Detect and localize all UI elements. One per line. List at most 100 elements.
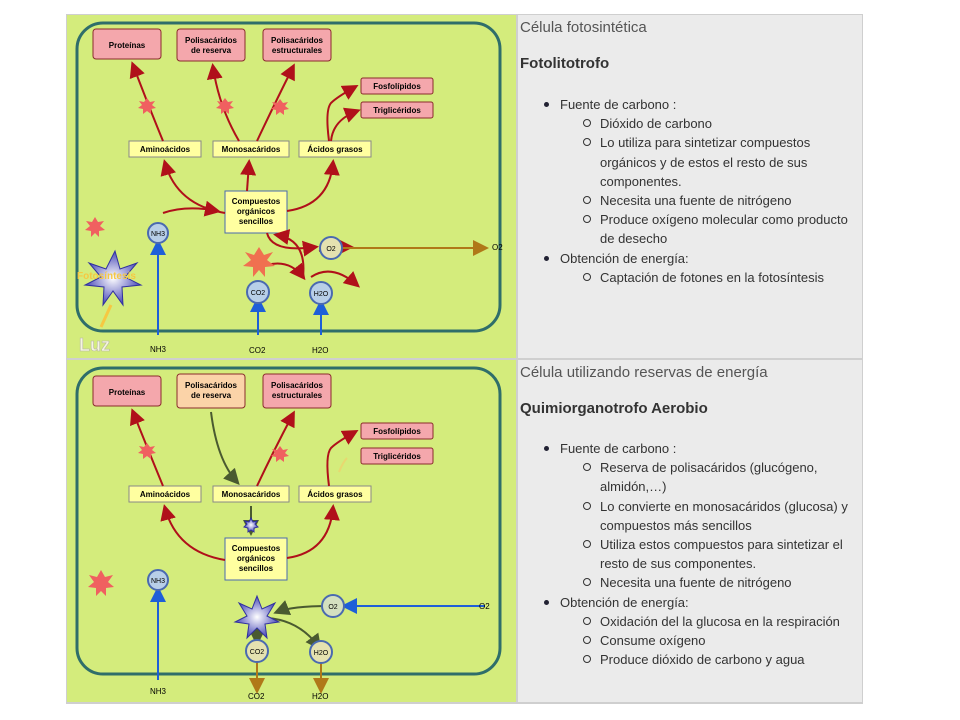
label-amino-acids: Aminoácidos: [140, 145, 191, 154]
description-list: Fuente de carbono : Dióxido de carbono L…: [542, 95, 862, 287]
photosynthetic-description: Célula fotosintética Fotolitotrofo Fuent…: [518, 15, 862, 358]
label-h2o-out: H2O: [312, 692, 328, 701]
photosynthetic-cell-diagram: Proteínas Polisacáridos de reserva Polis…: [67, 15, 516, 358]
reaction-star-icon: [138, 98, 156, 114]
bullet-label: Obtención de energía:: [560, 250, 689, 266]
bullet-item: Fuente de carbono : Dióxido de carbono L…: [542, 95, 862, 249]
panel-heading: Quimiorganotrofo Aerobio: [520, 400, 708, 417]
reaction-star-icons: [88, 443, 289, 596]
sub-list: Reserva de polisacáridos (glucógeno, alm…: [560, 458, 862, 592]
label-o2: O2: [328, 604, 337, 611]
sub-item: Necesita una fuente de nitrógeno: [582, 191, 862, 210]
storage-to-mono-arrow: [210, 411, 240, 485]
label-compounds-1: Compuestos: [232, 544, 281, 553]
sub-item: Produce oxígeno molecular como producto …: [582, 210, 862, 248]
sub-item: Captación de fotones en la fotosíntesis: [582, 268, 862, 287]
node-o2: [321, 594, 345, 618]
label-photosynthesis: Fotosíntesis: [77, 271, 136, 282]
photosynthesis-star-icon: [83, 249, 143, 307]
node-monosaccharides: [212, 140, 290, 158]
reaction-star-icon: [216, 98, 234, 114]
bullet-item: Fuente de carbono : Reserva de polisacár…: [542, 439, 862, 593]
bullet-label: Obtención de energía:: [560, 594, 689, 610]
label-fatty-acids: Ácidos grasos: [307, 145, 363, 154]
label-nh3: NH3: [151, 578, 165, 585]
label-structural-polysaccharides-1: Polisacáridos: [271, 381, 324, 390]
label-o2-out: O2: [492, 243, 503, 252]
label-co2: CO2: [250, 649, 265, 656]
row-photosynthetic: Proteínas Polisacáridos de reserva Polis…: [66, 15, 863, 358]
label-o2-in: O2: [479, 602, 490, 611]
description-list: Fuente de carbono : Reserva de polisacár…: [542, 439, 862, 669]
reaction-star-icon: [271, 99, 289, 115]
input-arrows: [150, 239, 329, 335]
comparison-table: Proteínas Polisacáridos de reserva Polis…: [66, 14, 863, 704]
label-nh3-in: NH3: [150, 345, 167, 354]
node-phospholipids: [360, 422, 434, 440]
small-energy-star-icon: [243, 516, 259, 533]
panel-subtitle: Célula utilizando reservas de energía: [520, 364, 768, 381]
label-compounds-2: orgánicos: [237, 554, 276, 563]
sub-item: Lo utiliza para sintetizar compuestos or…: [582, 133, 862, 191]
label-phospholipids: Fosfolípidos: [373, 82, 421, 91]
light-ray: [99, 304, 113, 328]
bullet-label: Fuente de carbono :: [560, 97, 677, 112]
label-storage-polysaccharides-1: Polisacáridos: [185, 381, 238, 390]
label-triglycerides: Triglicéridos: [373, 106, 421, 115]
label-phospholipids: Fosfolípidos: [373, 427, 421, 436]
node-simple-organic-compounds: [224, 190, 288, 234]
node-simple-organic-compounds: [224, 537, 288, 581]
triglyceride-link: [338, 457, 348, 473]
respiration-star-icon: [233, 594, 281, 640]
aerobic-cell-diagram: Proteínas Polisacáridos de reserva Polis…: [67, 360, 516, 702]
node-amino-acids: [128, 140, 202, 158]
sub-item: Utiliza estos compuestos para sintetizar…: [582, 535, 862, 573]
sub-item: Necesita una fuente de nitrógeno: [582, 573, 862, 592]
bullet-item: Obtención de energía: Oxidación del la g…: [542, 593, 862, 670]
label-monosaccharides: Monosacáridos: [222, 490, 281, 499]
label-fatty-acids: Ácidos grasos: [307, 490, 363, 499]
label-h2o-in: H2O: [312, 346, 328, 355]
node-storage-polysaccharides: [176, 28, 246, 62]
sub-item: Oxidación del la glucosa en la respiraci…: [582, 612, 862, 631]
label-storage-polysaccharides-2: de reserva: [191, 46, 232, 55]
label-light: Luz: [79, 335, 110, 355]
label-co2: CO2: [251, 290, 266, 297]
synthesis-arrows: [129, 61, 361, 288]
bullet-item: Obtención de energía: Captación de foton…: [542, 249, 862, 287]
output-arrows: [249, 660, 329, 694]
label-h2o: H2O: [314, 650, 329, 657]
node-proteins: [92, 28, 162, 60]
label-structural-polysaccharides-1: Polisacáridos: [271, 36, 324, 45]
node-fatty-acids: [298, 140, 372, 158]
label-storage-polysaccharides-2: de reserva: [191, 391, 232, 400]
label-compounds-2: orgánicos: [237, 207, 276, 216]
sub-item: Consume oxígeno: [582, 631, 862, 650]
node-nh3: [147, 222, 169, 244]
cell-membrane: [75, 366, 502, 676]
cell-membrane: [75, 21, 502, 333]
reaction-star-icon: [88, 570, 114, 596]
label-nh3: NH3: [151, 231, 165, 238]
sub-item: Dióxido de carbono: [582, 114, 862, 133]
node-co2: [245, 639, 269, 663]
reaction-star-icons: [85, 98, 289, 277]
label-amino-acids: Aminoácidos: [140, 490, 191, 499]
input-arrows: [150, 586, 485, 680]
node-storage-polysaccharides: [176, 373, 246, 409]
node-h2o: [309, 640, 333, 664]
aerobic-diagram-svg: Proteínas Polisacáridos de reserva Polis…: [75, 366, 502, 701]
bullet-label: Fuente de carbono :: [560, 441, 677, 456]
node-h2o: [309, 281, 333, 305]
label-compounds-3: sencillos: [239, 564, 274, 573]
sub-list: Oxidación del la glucosa en la respiraci…: [560, 612, 862, 670]
reaction-star-icon: [243, 247, 275, 277]
label-o2: O2: [326, 246, 335, 253]
panel-subtitle: Célula fotosintética: [520, 19, 647, 36]
panel-heading: Fotolitotrofo: [520, 55, 610, 72]
photosynthetic-diagram-svg: Proteínas Polisacáridos de reserva Polis…: [75, 21, 503, 355]
reaction-star-icon: [85, 217, 105, 237]
reaction-star-icon: [271, 446, 289, 462]
reaction-star-icon: [138, 443, 156, 459]
label-co2-in: CO2: [249, 346, 266, 355]
